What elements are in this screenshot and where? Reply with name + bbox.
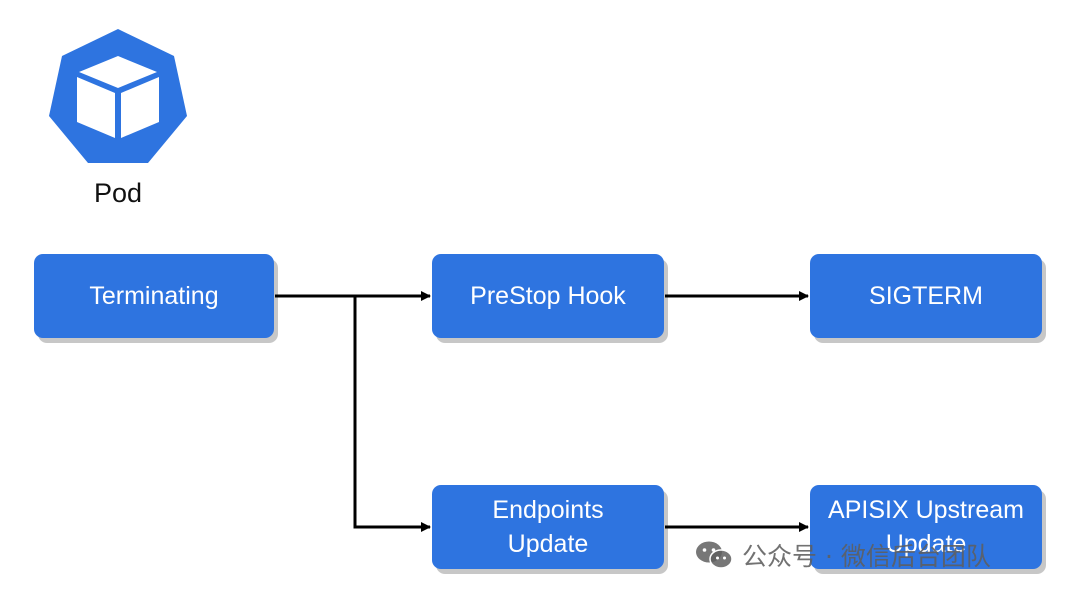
node-apisix-upstream-line2: Update bbox=[885, 530, 967, 558]
node-sigterm: SIGTERM bbox=[810, 254, 1042, 338]
node-prestop-hook: PreStop Hook bbox=[432, 254, 664, 338]
node-endpoints-update-line2: Update bbox=[507, 530, 589, 558]
watermark-text: 公众号 · 微信后台团队 bbox=[742, 542, 991, 571]
pod-cube-icon bbox=[49, 29, 187, 163]
wechat-icon bbox=[696, 541, 733, 569]
watermark: 公众号 · 微信后台团队 bbox=[694, 537, 991, 573]
node-terminating: Terminating bbox=[34, 254, 274, 338]
node-apisix-upstream-update: APISIX Upstream Update bbox=[810, 485, 1042, 569]
node-terminating-label: Terminating bbox=[89, 282, 219, 310]
arrow-terminating-to-endpoints bbox=[353, 296, 431, 532]
node-endpoints-update: Endpoints Update bbox=[432, 485, 664, 569]
node-sigterm-label: SIGTERM bbox=[869, 282, 983, 310]
node-apisix-upstream-line1: APISIX Upstream bbox=[828, 496, 1024, 524]
pod-label: Pod bbox=[93, 178, 143, 208]
node-prestop-hook-label: PreStop Hook bbox=[470, 282, 626, 310]
node-endpoints-update-line1: Endpoints bbox=[492, 496, 604, 524]
